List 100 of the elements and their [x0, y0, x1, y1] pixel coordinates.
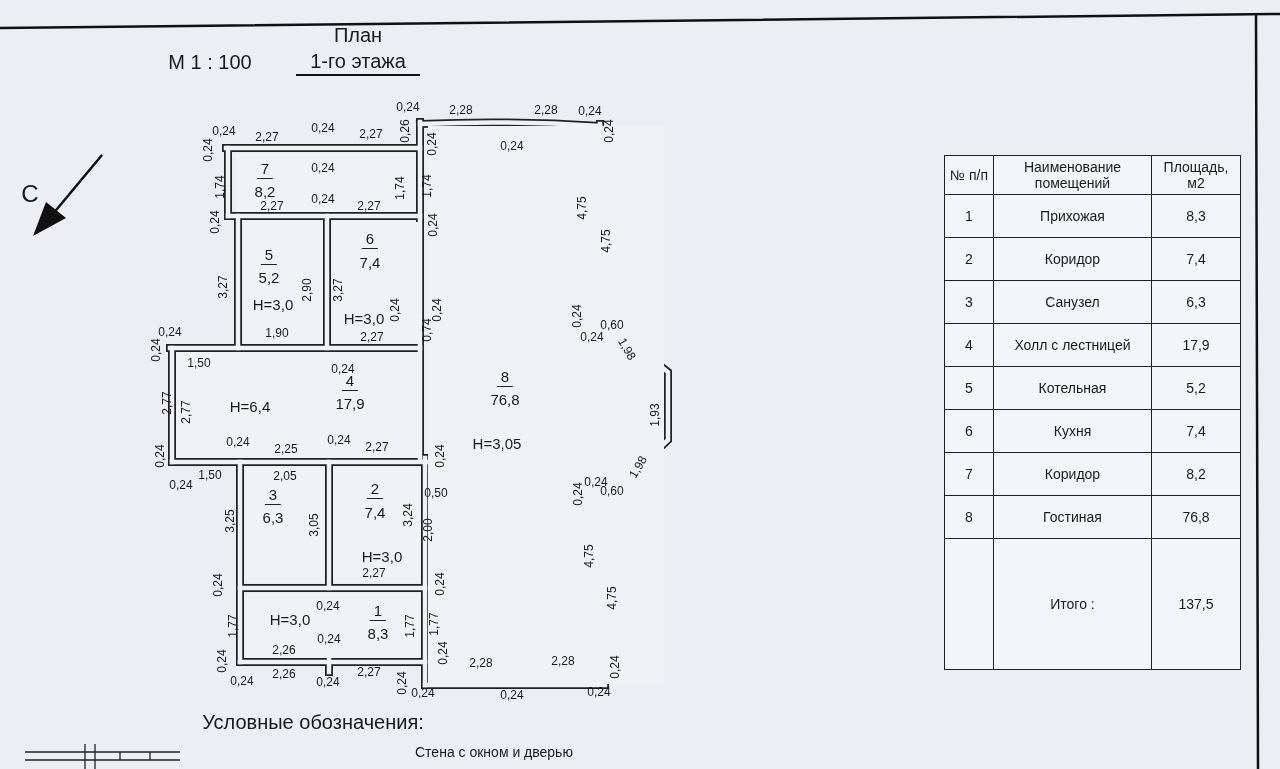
table-cell-text: 5,2: [1186, 380, 1206, 396]
table-cell-text: 137,5: [1178, 596, 1214, 612]
ceiling-height: H=3,05: [472, 435, 522, 451]
dimension-label: 0,24: [212, 125, 236, 137]
room-number: 3: [264, 487, 282, 505]
dimension-label: 0,24: [427, 213, 439, 237]
dimension-label: 2,27: [362, 567, 386, 579]
dimension-label: 0,24: [212, 573, 224, 597]
dimension-label: 0,24: [209, 210, 221, 234]
dimension-label: 0,24: [150, 338, 162, 362]
dimension-label: 0,24: [169, 479, 193, 491]
room-number: 8: [496, 369, 514, 387]
table-cell-text: 76,8: [1182, 509, 1210, 525]
table-cell-text: Прихожая: [1040, 208, 1105, 224]
table-cell-text: Котельная: [1038, 380, 1107, 396]
dimension-label: 0,24: [434, 444, 446, 468]
dimension-label: 0,24: [500, 140, 524, 152]
room-area-value: 8,2: [254, 183, 276, 199]
room-number: 6: [361, 231, 379, 249]
dimension-label: 0,24: [216, 649, 228, 673]
room-number: 7: [256, 161, 274, 179]
dimension-label: 1,77: [428, 612, 440, 636]
table-cell-text: Коридор: [1044, 466, 1101, 482]
plan-title: План 1-го этажа: [296, 22, 420, 76]
room: [236, 154, 416, 212]
dimension-label: 0,24: [571, 304, 583, 328]
legend-text: Стена с окном и дверью: [415, 745, 573, 759]
dimension-label: 1,74: [394, 176, 406, 200]
dimension-label: 0,24: [609, 655, 621, 679]
dimension-label: 0,74: [421, 318, 433, 342]
table-cell-text: 2: [965, 251, 973, 267]
dimension-label: 0,24: [580, 331, 604, 343]
dimension-label: 1,77: [227, 614, 239, 638]
dimension-label: 2,27: [260, 200, 284, 212]
north-label: С: [21, 182, 39, 206]
table-cell-text: 7: [965, 466, 973, 482]
dimension-label: 0,24: [327, 434, 351, 446]
dimension-label: 2,28: [469, 657, 493, 669]
dimension-label: 1,74: [421, 174, 433, 198]
dimension-label: 2,27: [365, 441, 389, 453]
table-cell-text: 5: [965, 380, 973, 396]
dimension-label: 1,50: [198, 469, 222, 481]
dimension-label: 0,24: [230, 675, 254, 687]
ceiling-height: H=6,4: [229, 398, 271, 414]
dimension-label: 0,24: [317, 633, 341, 645]
dimension-label: 2,90: [301, 278, 313, 302]
room: [244, 222, 322, 344]
room-number: 2: [366, 481, 384, 499]
dimension-label: 0,24: [316, 676, 340, 688]
room: [246, 468, 324, 582]
dimension-label: 1,50: [187, 357, 211, 369]
room-area-value: 17,9: [335, 395, 365, 411]
room: [334, 468, 420, 582]
dimension-label: 0,24: [389, 298, 401, 322]
dimension-label: 0,24: [584, 476, 608, 488]
dimension-label: 2,05: [273, 470, 297, 482]
table-cell-text: 1: [965, 208, 973, 224]
dimension-label: 0,24: [202, 138, 214, 162]
table-cell-text: 8,2: [1186, 466, 1206, 482]
table-cell-text: 3: [965, 294, 973, 310]
dimension-label: 2,00: [422, 518, 434, 542]
dimension-label: 0,24: [158, 326, 182, 338]
room-area-value: 5,2: [258, 269, 280, 285]
room-area-value: 8,3: [367, 625, 389, 641]
table-cell-text: Санузел: [1045, 294, 1100, 310]
dimension-label: 0,60: [600, 319, 624, 331]
dimension-label: 0,24: [154, 444, 166, 468]
room-number: 1: [369, 603, 387, 621]
legend-heading: Условные обозначения:: [202, 712, 424, 732]
dimension-label: 0,60: [600, 485, 624, 497]
dimension-label: 2,25: [274, 443, 298, 455]
dimension-label: 2,27: [357, 200, 381, 212]
ceiling-height: H=3,0: [269, 611, 311, 627]
room-number: 4: [341, 373, 359, 391]
dimension-label: 0,24: [434, 572, 446, 596]
column-header: Наименование помещений: [1023, 159, 1122, 191]
dimension-label: 4,75: [600, 229, 612, 253]
room-area-value: 76,8: [490, 391, 520, 407]
room-area-value: 7,4: [364, 504, 386, 520]
dimension-label: 2,26: [272, 668, 296, 680]
dimension-label: 2,27: [255, 131, 279, 143]
dimension-label: 1,93: [649, 403, 661, 427]
table-cell-text: 6,3: [1186, 294, 1206, 310]
room: [246, 594, 420, 658]
dimension-label: 4,75: [583, 544, 595, 568]
dimension-label: 0,24: [311, 162, 335, 174]
dimension-label: 3,27: [332, 278, 344, 302]
table-cell-text: 6: [965, 423, 973, 439]
dimension-label: 0,24: [411, 687, 435, 699]
room-number: 5: [260, 247, 278, 265]
dimension-label: 0,24: [311, 193, 335, 205]
dimension-label: 0,24: [426, 132, 438, 156]
dimension-label: 0,26: [399, 119, 411, 143]
dimension-label: 1,90: [265, 327, 289, 339]
table-cell-text: Коридор: [1044, 251, 1101, 267]
dimension-label: 0,24: [331, 363, 355, 375]
dimension-label: 0,24: [316, 600, 340, 612]
dimension-label: 0,24: [396, 671, 408, 695]
dimension-label: 4,75: [576, 196, 588, 220]
table-cell-text: 17,9: [1182, 337, 1210, 353]
